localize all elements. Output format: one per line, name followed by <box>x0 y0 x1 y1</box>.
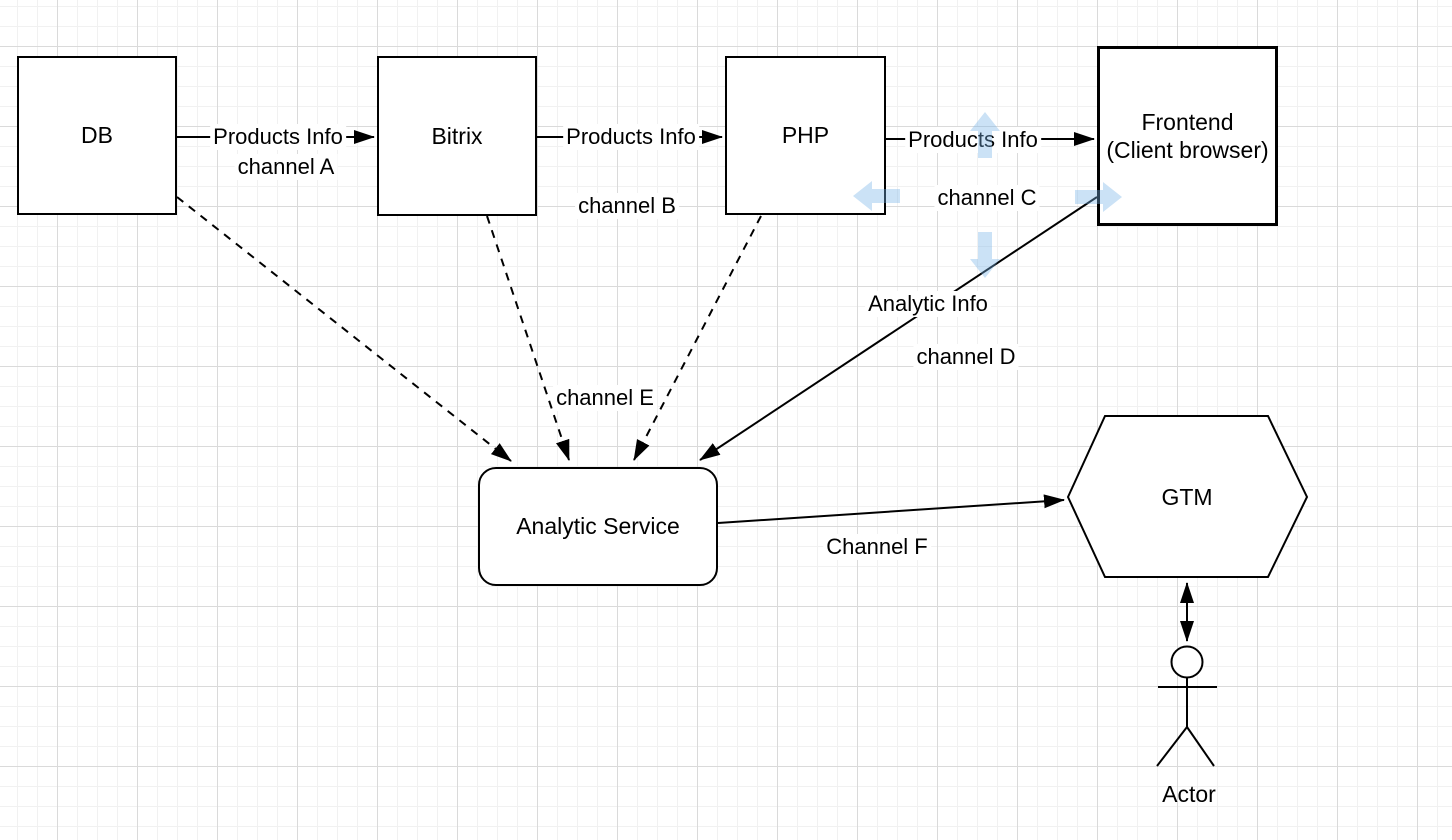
node-php[interactable]: PHP <box>725 56 886 215</box>
node-db[interactable]: DB <box>17 56 177 215</box>
edge-label-channel-c[interactable]: channel C <box>934 185 1040 211</box>
node-php-label: PHP <box>781 122 830 148</box>
edge-db-analytic-dashed[interactable] <box>176 196 512 462</box>
edge-label-products-info-b[interactable]: Products Info <box>563 124 699 150</box>
node-bitrix[interactable]: Bitrix <box>377 56 537 216</box>
edge-label-channel-a[interactable]: channel A <box>234 154 338 180</box>
edge-label-channel-b[interactable]: channel B <box>575 193 679 219</box>
edge-label-products-info-c[interactable]: Products Info <box>905 127 1041 153</box>
node-db-label: DB <box>81 122 113 148</box>
actor-left-leg <box>1156 726 1188 767</box>
node-bitrix-label: Bitrix <box>431 122 483 149</box>
node-frontend-label: Frontend (Client browser) <box>1106 109 1269 163</box>
node-gtm-label[interactable]: GTM <box>1161 484 1213 510</box>
actor-head <box>1170 645 1204 679</box>
node-analytic-service-label: Analytic Service <box>516 513 680 539</box>
direction-down-arrow-icon[interactable] <box>970 232 1000 278</box>
actor-right-leg <box>1186 726 1215 767</box>
edge-bitrix-analytic-dashed[interactable] <box>486 215 570 461</box>
edge-label-channel-f[interactable]: Channel F <box>823 534 931 560</box>
node-actor-label[interactable]: Actor <box>1162 781 1216 807</box>
edge-label-channel-e[interactable]: channel E <box>553 385 657 411</box>
node-actor-shape[interactable] <box>1156 645 1217 767</box>
node-analytic-service[interactable]: Analytic Service <box>478 467 718 586</box>
node-frontend[interactable]: Frontend (Client browser) <box>1097 46 1278 226</box>
edge-frontend-analytic[interactable] <box>699 196 1098 461</box>
edge-analytic-gtm[interactable] <box>717 494 1065 524</box>
edge-label-channel-d[interactable]: channel D <box>913 344 1019 370</box>
edge-label-analytic-info[interactable]: Analytic Info <box>865 291 991 317</box>
edge-php-analytic-dashed[interactable] <box>633 215 762 461</box>
edge-label-products-info-a[interactable]: Products Info <box>210 124 346 150</box>
